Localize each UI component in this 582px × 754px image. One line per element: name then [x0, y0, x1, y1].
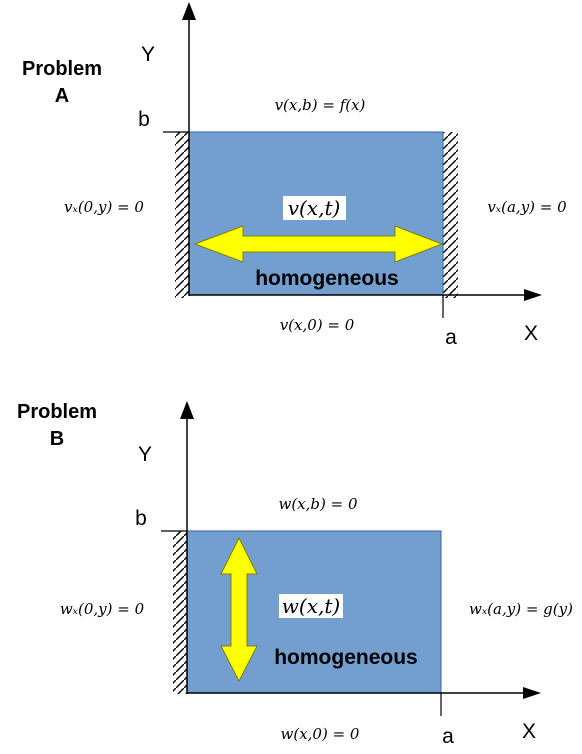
problem-b-left-wall-hatch [173, 531, 187, 694]
problem-b-a-label: a [442, 725, 454, 748]
problem-a-a-label: a [445, 326, 457, 349]
problem-a-bc-right: vₓ(a,y) = 0 [487, 198, 567, 216]
problem-a-title-line1: Problem [22, 58, 102, 80]
problem-a-x-axis-label: X [524, 322, 538, 345]
problem-a-function-label: v(x,t) [288, 196, 341, 220]
problem-a-bc-top: v(x,b) = f(x) [275, 96, 366, 114]
problem-b: Problem B Y X b a w(x,b) = 0 wₓ(0,y) = 0… [17, 401, 573, 748]
problem-a-homogeneous-label: homogeneous [255, 267, 399, 290]
problem-a: Problem A Y X b a v(x,b) = f(x) vₓ(0,y) … [22, 2, 567, 349]
problem-b-homogeneous-label: homogeneous [274, 646, 418, 669]
problem-a-y-axis-label: Y [141, 43, 155, 66]
problem-a-y-axis-arrowhead [182, 2, 196, 20]
problem-a-horizontal-double-arrow [193, 225, 444, 263]
problem-a-title-line2: A [55, 85, 69, 107]
problem-b-b-label: b [135, 507, 147, 530]
problem-b-x-axis-arrowhead [523, 687, 541, 699]
problem-b-bc-top: w(x,b) = 0 [278, 495, 357, 513]
problem-a-left-wall-hatch [175, 132, 189, 298]
problem-b-x-axis-label: X [522, 720, 536, 743]
problem-b-bc-bottom: w(x,0) = 0 [281, 725, 360, 743]
problem-b-function-label-bg [279, 594, 343, 618]
problem-b-title-line2: B [50, 428, 64, 450]
problem-a-bc-left: vₓ(0,y) = 0 [64, 198, 144, 216]
problem-b-vertical-double-arrow [220, 536, 258, 683]
problem-a-right-wall-hatch [443, 132, 458, 298]
problem-a-b-label: b [138, 108, 150, 131]
problem-b-function-label: w(x,t) [282, 594, 340, 618]
problem-b-y-axis-label: Y [138, 443, 152, 466]
problem-b-bc-left: wₓ(0,y) = 0 [60, 600, 145, 618]
problem-a-bc-bottom: v(x,0) = 0 [280, 316, 355, 334]
problem-a-x-axis-arrowhead [524, 289, 542, 301]
problem-a-function-label-bg [283, 196, 346, 220]
problem-b-title-line1: Problem [17, 401, 97, 423]
problem-b-y-axis-arrowhead [180, 401, 194, 419]
problem-b-bc-right: wₓ(a,y) = g(y) [469, 600, 573, 618]
